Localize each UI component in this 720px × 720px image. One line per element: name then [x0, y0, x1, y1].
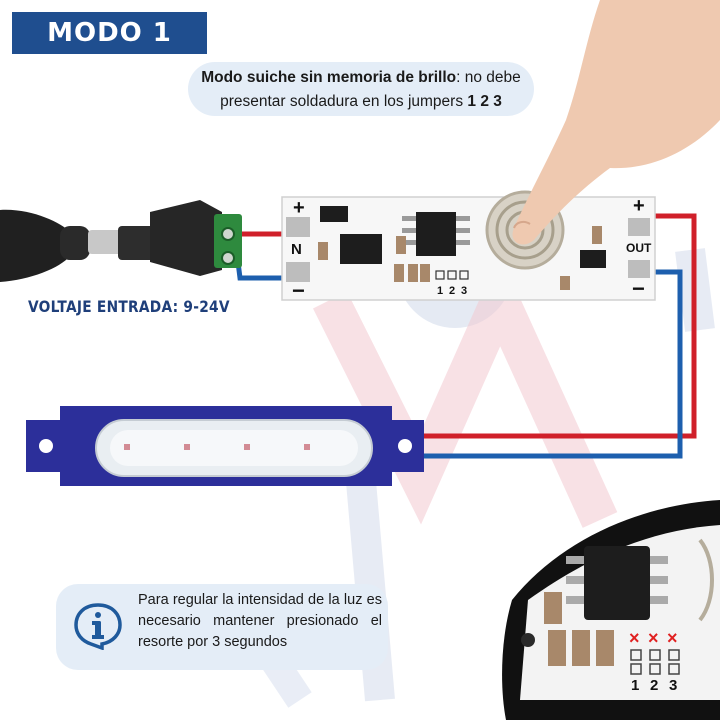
- info-icon: [74, 603, 122, 650]
- board-minus-right: −: [632, 276, 645, 301]
- board-jumper-1: 1: [437, 285, 443, 297]
- finger-pressing: [512, 0, 720, 245]
- board-plus-left: +: [293, 197, 305, 219]
- mode-text: : no debe presentar soldadura en los jum…: [220, 69, 521, 110]
- zoom-mark-3: ×: [667, 628, 678, 648]
- mode-description: Modo suiche sin memoria de brillo: no de…: [188, 62, 534, 116]
- zoom-jumper-1: 1: [631, 677, 639, 694]
- zoom-mark-2: ×: [648, 628, 659, 648]
- zoom-jumper-3: 3: [669, 677, 677, 694]
- mode-label: Modo suiche sin memoria de brillo: [201, 69, 457, 86]
- zoom-jumper-2: 2: [650, 677, 658, 694]
- voltage-label: VOLTAJE ENTRADA: 9-24V: [28, 297, 230, 316]
- board-plus-right: +: [633, 195, 645, 217]
- board-jumper-3: 3: [461, 285, 467, 297]
- board-n-label: N: [291, 241, 302, 258]
- board-zoom-view: [502, 500, 720, 720]
- output-red-wire: [416, 213, 697, 439]
- led-module: [26, 406, 424, 486]
- info-text: Para regular la intensidad de la luz es …: [138, 592, 382, 650]
- output-blue-wire: [416, 269, 683, 459]
- board-jumper-2: 2: [449, 285, 455, 297]
- board-out-label: OUT: [626, 241, 652, 255]
- dc-connector: [0, 200, 242, 282]
- page-title: MODO 1: [12, 12, 207, 54]
- info-box: [56, 584, 388, 670]
- board-minus-left: −: [292, 278, 305, 303]
- zoom-mark-1: ×: [629, 628, 640, 648]
- mode-jumpers: 1 2 3: [467, 93, 502, 110]
- controller-board: [281, 190, 656, 301]
